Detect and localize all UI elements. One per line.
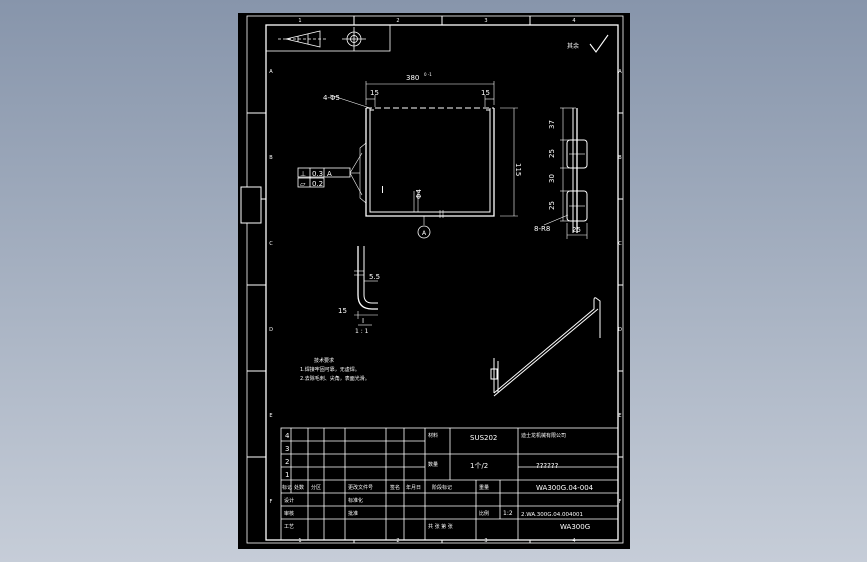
material-value: SUS202 bbox=[470, 434, 497, 442]
check-label: 审核 bbox=[284, 510, 294, 517]
hole-offset-left: 15 bbox=[370, 89, 379, 97]
hole-callout: 4-Φ5 bbox=[323, 94, 340, 102]
zone-row-f-right: F bbox=[619, 499, 622, 505]
zone-row-e-right: E bbox=[618, 413, 621, 419]
zone-row-d-right: D bbox=[618, 327, 622, 333]
scale-value: 1:2 bbox=[503, 510, 513, 517]
zone-col-3-bottom: 3 bbox=[484, 538, 487, 544]
header-cell-date: 年月日 bbox=[406, 484, 421, 491]
company-name: 迪士龙机械有限公司 bbox=[521, 432, 566, 439]
side-width-dim: 25 bbox=[572, 226, 581, 234]
binding-tab bbox=[240, 186, 262, 224]
zone-row-b-right: B bbox=[618, 155, 622, 161]
tol-flat-symbol: ⏥ bbox=[300, 180, 306, 188]
assembly-number: 2.WA.300G.04.004001 bbox=[521, 512, 583, 518]
header-cell-signature: 签名 bbox=[390, 484, 400, 491]
front-view bbox=[329, 81, 518, 239]
title-block-grid bbox=[280, 427, 619, 541]
zone-row-e: E bbox=[269, 413, 272, 419]
crosshair-target-icon bbox=[342, 27, 366, 51]
zone-row-a-right: A bbox=[618, 69, 622, 75]
front-height-dim: 115 bbox=[514, 163, 522, 176]
header-cell-count: 处数 bbox=[294, 484, 304, 491]
rev-number-1: 1 bbox=[285, 471, 289, 479]
rev-number-2: 2 bbox=[285, 458, 289, 466]
side-radius-callout: 8-R8 bbox=[534, 225, 550, 233]
header-cell-change-no: 更改文件号 bbox=[348, 484, 373, 491]
craft-label: 工艺 bbox=[284, 524, 294, 530]
zone-col-4: 4 bbox=[572, 18, 575, 24]
stage-label: 阶段标记 bbox=[432, 484, 452, 491]
zone-row-d: D bbox=[269, 327, 273, 333]
datum-a: A bbox=[422, 230, 427, 237]
isometric-view bbox=[490, 297, 601, 397]
roughness-label: 其余 bbox=[567, 42, 579, 50]
sheet-label: 共 张 第 张 bbox=[428, 523, 453, 530]
detail-dim-b: 15 bbox=[338, 307, 347, 315]
scale-label: 比例 bbox=[479, 510, 489, 517]
zone-col-2-bottom: 2 bbox=[396, 538, 399, 544]
side-dim-bot: 25 bbox=[548, 201, 556, 210]
side-dim-mid2: 30 bbox=[548, 174, 556, 183]
cad-drawing: 1 2 3 4 1 2 3 4 A B C D E F A B C D E F … bbox=[240, 15, 624, 544]
tol-flat-value: 0.2 bbox=[312, 180, 323, 188]
weight-label: 重量 bbox=[479, 484, 489, 491]
zone-col-4-bottom: 4 bbox=[572, 538, 575, 544]
inner-border bbox=[265, 24, 619, 541]
notes-title: 技术要求 bbox=[314, 357, 334, 364]
projection-box bbox=[265, 24, 391, 52]
zone-row-b: B bbox=[269, 155, 273, 161]
zone-row-a: A bbox=[269, 69, 273, 75]
design-label: 设计 bbox=[284, 497, 294, 504]
zone-col-1-bottom: 1 bbox=[298, 538, 301, 544]
wire-dia: Φ4 bbox=[415, 188, 423, 199]
notes-line-2: 2.去除毛刺、尖角，表面光滑。 bbox=[300, 375, 370, 382]
approve-label: 批准 bbox=[348, 510, 358, 517]
zone-row-f: F bbox=[270, 499, 273, 505]
side-view bbox=[543, 107, 588, 239]
rev-number-4: 4 bbox=[285, 432, 290, 440]
detail-dim-a: 5.5 bbox=[369, 273, 380, 281]
outer-frame bbox=[246, 15, 624, 544]
part-name: ?????? bbox=[536, 462, 559, 470]
tolerance-frames bbox=[297, 167, 351, 188]
section-mark: I bbox=[381, 185, 384, 196]
tol-perp-ref: A bbox=[327, 170, 332, 178]
qty-label: 数量 bbox=[428, 461, 438, 468]
detail-scale: 1 : 1 bbox=[355, 328, 369, 335]
material-label: 材料 bbox=[428, 432, 438, 439]
zone-col-1: 1 bbox=[298, 18, 301, 24]
drawing-number: WA300G.04-004 bbox=[536, 484, 594, 492]
zone-row-c-right: C bbox=[618, 241, 622, 247]
notes-line-1: 1.焊接牢固可靠，无虚焊。 bbox=[300, 366, 360, 373]
front-width-tol: 0 -1 bbox=[424, 72, 432, 77]
rev-number-3: 3 bbox=[285, 445, 289, 453]
hole-offset-right: 15 bbox=[481, 89, 490, 97]
header-cell-zone: 分区 bbox=[311, 484, 321, 491]
tol-perp-symbol: ⊥ bbox=[300, 170, 306, 178]
projection-cone-icon bbox=[278, 30, 328, 48]
model-number: WA300G bbox=[560, 523, 590, 531]
drawing-sheet: 1 2 3 4 1 2 3 4 A B C D E F A B C D E F … bbox=[238, 13, 630, 549]
side-dim-top: 37 bbox=[548, 120, 556, 129]
qty-value: 1个/2 bbox=[470, 462, 488, 470]
side-dim-mid1: 25 bbox=[548, 149, 556, 158]
zone-row-c: C bbox=[269, 241, 273, 247]
detail-label: I bbox=[362, 317, 364, 325]
checkmark-roughness-icon bbox=[589, 34, 609, 53]
detail-view bbox=[354, 246, 378, 326]
header-cell-marker: 标记 bbox=[282, 484, 292, 491]
tol-perp-value: 0.3 bbox=[312, 170, 323, 178]
zone-col-3: 3 bbox=[484, 18, 487, 24]
std-label: 标准化 bbox=[348, 497, 363, 504]
front-width-dim: 380 bbox=[406, 74, 419, 82]
zone-col-2: 2 bbox=[396, 18, 399, 24]
